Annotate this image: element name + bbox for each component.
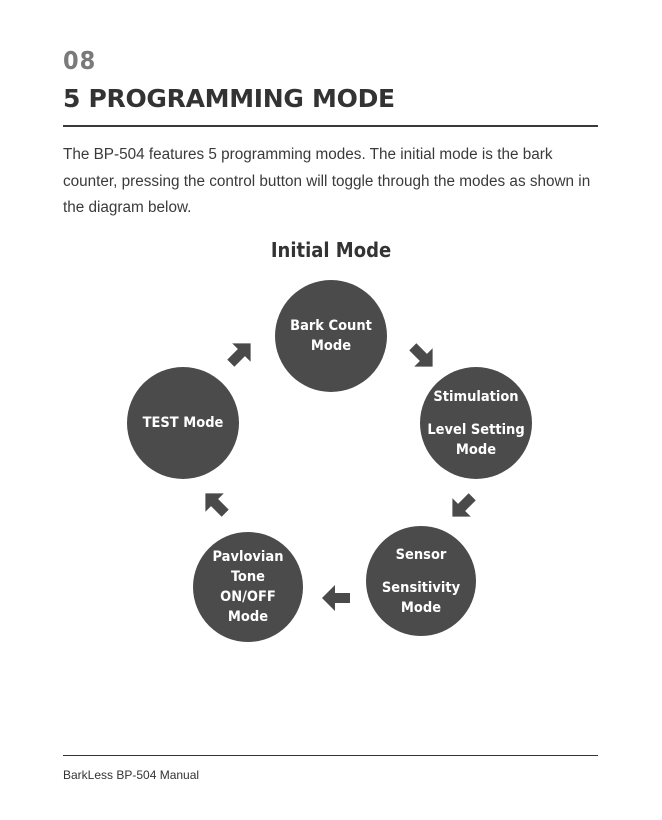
footer-text: BarkLess BP-504 Manual [63,768,200,782]
arrow-icon [443,487,482,526]
bark-count-mode: Bark Count Mode [275,280,387,392]
pavlovian-tone-mode: Pavlovian Tone ON/OFF Mode [193,532,303,642]
arrow-icon [403,337,442,376]
page-title: 5 PROGRAMMING MODE [63,84,395,113]
arrow-icon [221,334,260,373]
intro-paragraph: The BP-504 features 5 programming modes.… [63,146,591,216]
mode-cycle-diagram: Initial Mode Bark Count Mode Stimulation… [0,230,662,660]
mode-label: Sensitivity [381,579,461,596]
stimulation-level-mode: Stimulation Level Setting Mode [420,367,532,479]
mode-label: Stimulation [433,388,519,405]
mode-label: TEST Mode [142,415,224,431]
initial-mode-label: Initial Mode [270,238,392,262]
mode-label: Tone [230,569,266,585]
arrow-icon [322,585,350,611]
page-number: 08 [63,46,97,75]
mode-label: Mode [227,609,269,625]
sensor-sensitivity-mode: Sensor Sensitivity Mode [366,526,476,636]
mode-label: Sensor [395,546,447,563]
mode-label: Bark Count [290,318,372,334]
mode-label: Level Setting [427,421,525,438]
test-mode: TEST Mode [127,367,239,479]
mode-label: Mode [455,441,497,458]
mode-label: Pavlovian [212,549,284,565]
mode-label: Mode [310,338,352,354]
footer-divider [63,755,598,756]
mode-label: ON/OFF [220,589,276,605]
mode-label: Mode [400,599,442,616]
arrow-icon [196,484,235,523]
title-divider [63,125,598,127]
